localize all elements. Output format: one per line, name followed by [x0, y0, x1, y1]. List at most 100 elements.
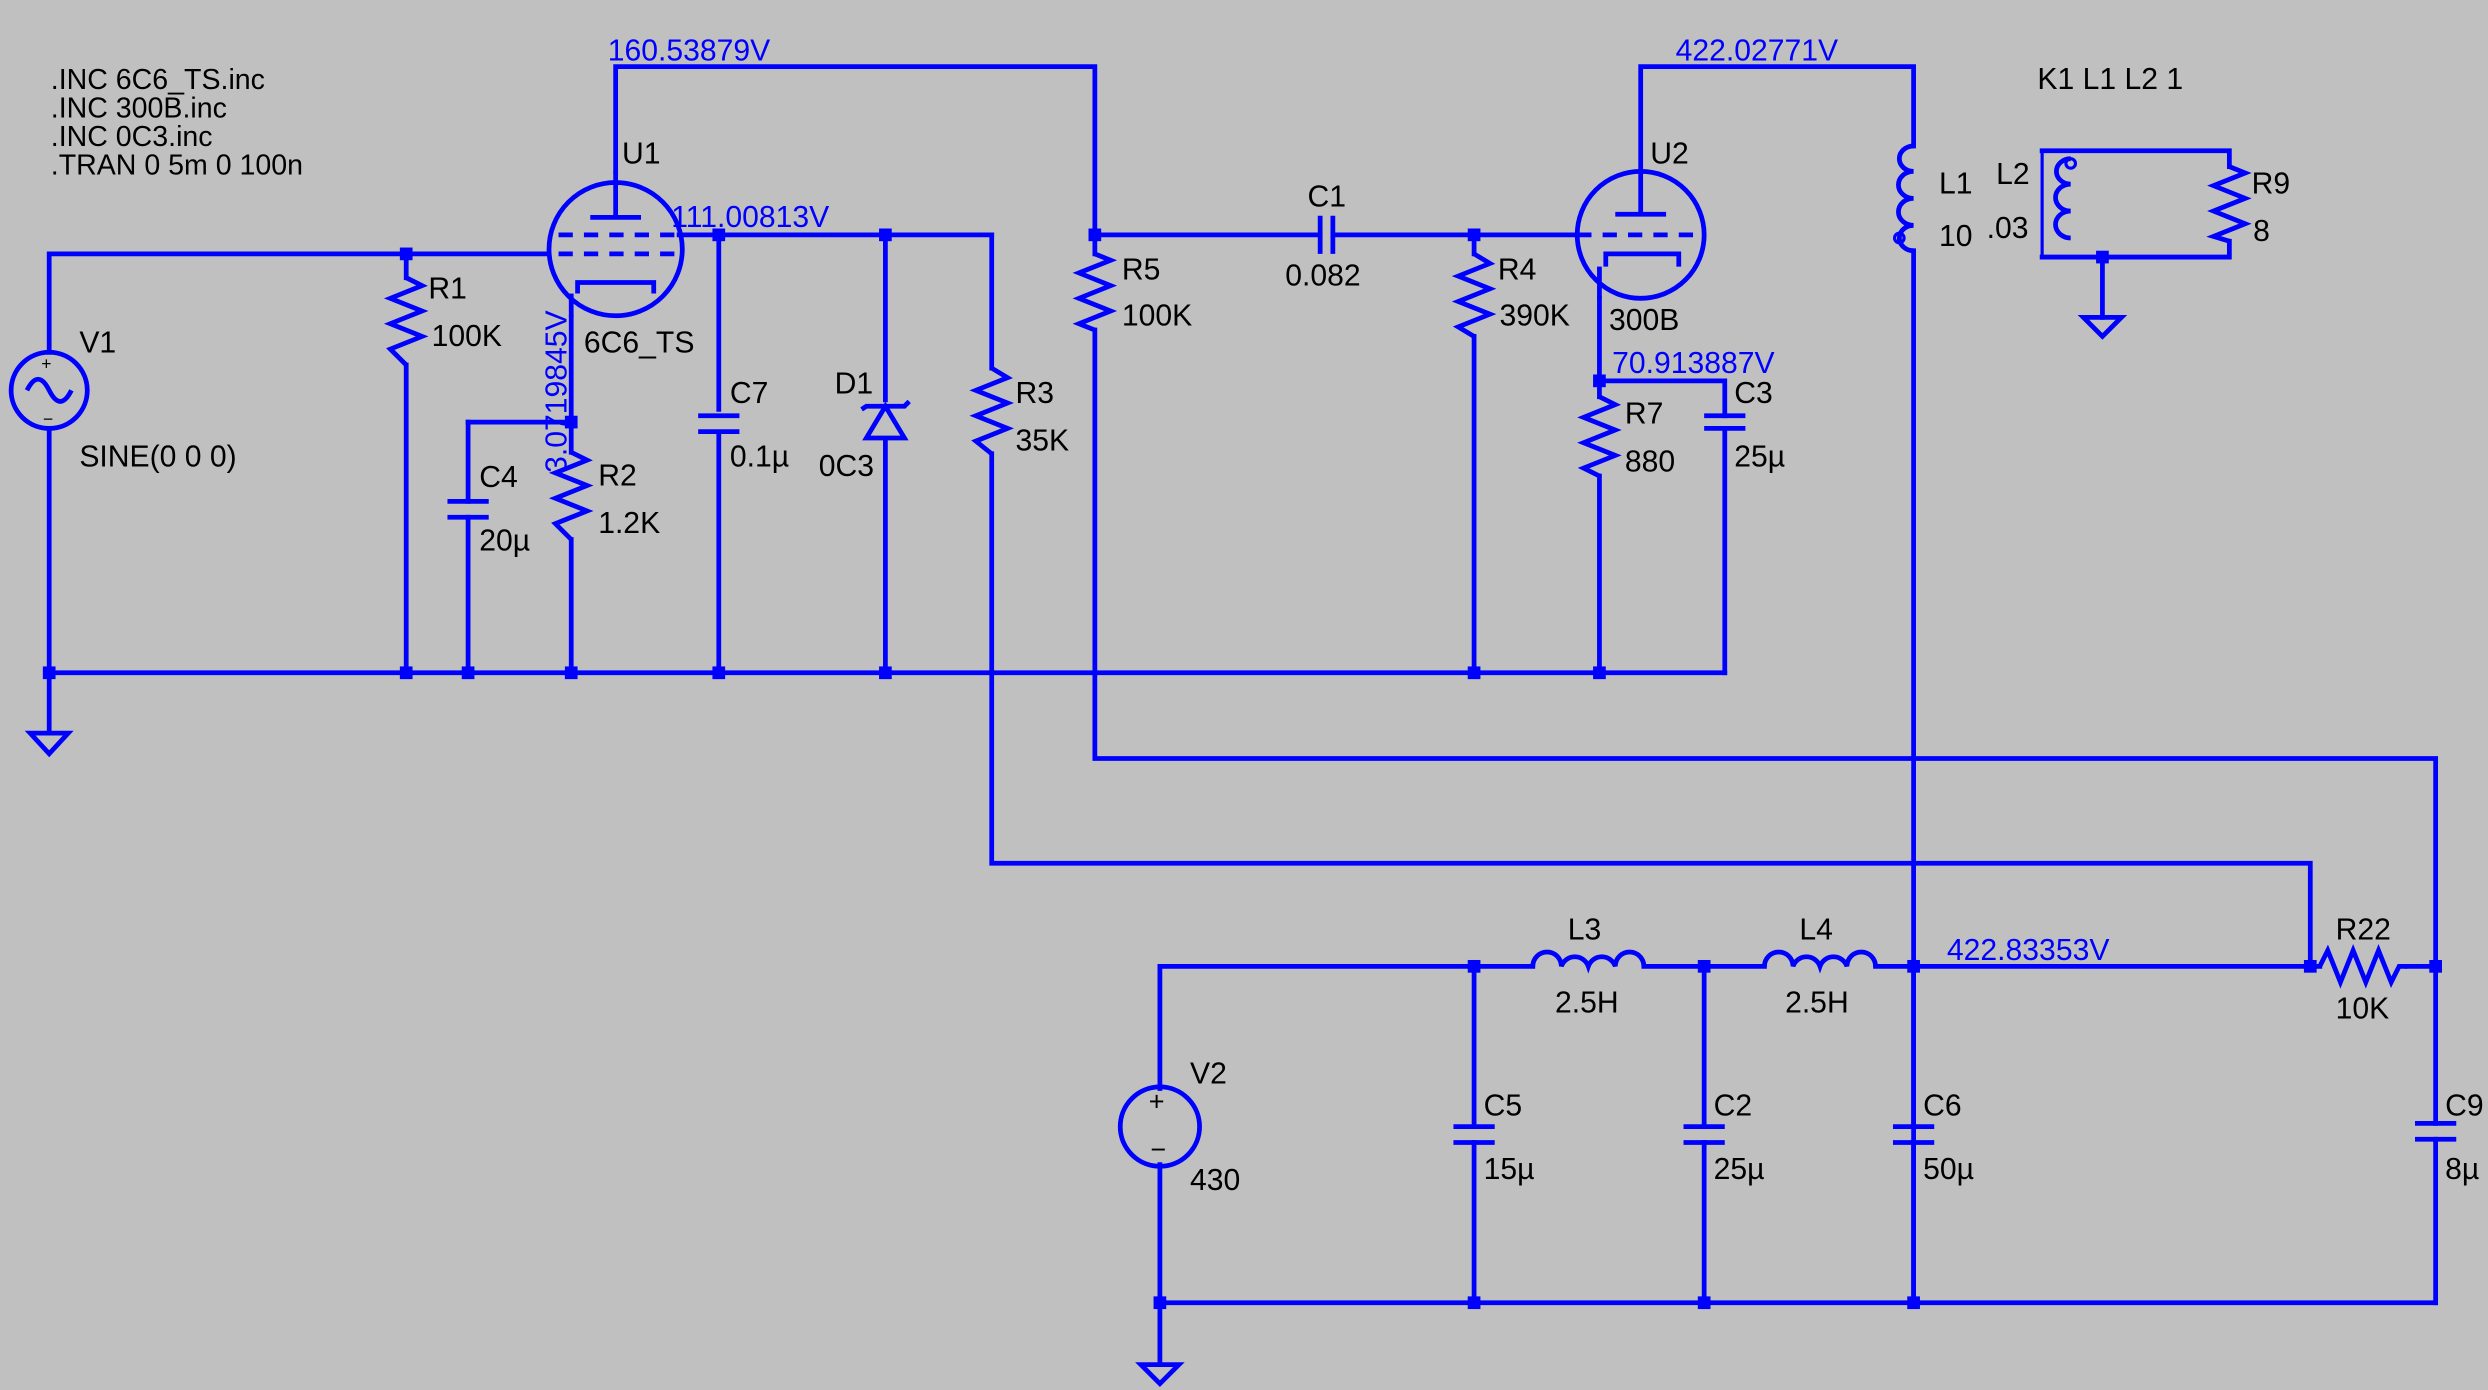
component-c1[interactable]: C1 0.082: [1285, 180, 1360, 292]
junction-dot: [1697, 1296, 1711, 1310]
component-d1[interactable]: D1 0C3: [819, 368, 911, 484]
component-c5[interactable]: C5 15µ: [1453, 1089, 1534, 1186]
tube-cathode-icon: [1603, 251, 1682, 267]
wire-r22-c9: [2404, 963, 2439, 1306]
r7-label: R7: [1625, 398, 1664, 431]
resistor-icon: [1451, 251, 1497, 339]
wires[interactable]: [46, 64, 2439, 1367]
v1-value: SINE(0 0 0): [79, 441, 236, 474]
component-u1[interactable]: U1 6C6_TS: [546, 137, 694, 359]
component-r2[interactable]: R2 1.2K: [548, 450, 660, 542]
directive-inc-0c3: .INC 0C3.inc: [51, 121, 213, 153]
spice-directives[interactable]: .INC 6C6_TS.inc .INC 300B.inc .INC 0C3.i…: [51, 64, 303, 182]
c6-label: C6: [1923, 1089, 1962, 1122]
r3-label: R3: [1016, 377, 1055, 410]
voltage-u1-screen: 111.00813V: [671, 201, 829, 234]
r2-value: 1.2K: [598, 507, 660, 540]
r1-label: R1: [428, 272, 467, 305]
capacitor-icon: [1683, 1124, 1725, 1145]
component-c6[interactable]: C6 50µ: [1892, 1089, 1974, 1186]
inductor-icon: [2053, 156, 2071, 241]
sine-wave-icon: [24, 376, 74, 404]
voltage-supply-node: 422.83353V: [1947, 934, 2109, 967]
junction-dot: [1467, 1296, 1481, 1310]
r5-label: R5: [1122, 253, 1161, 286]
l3-label: L3: [1568, 913, 1602, 946]
coupling-directive-k1[interactable]: K1 L1 L2 1: [2037, 63, 2183, 96]
zener-diode-icon: [862, 401, 909, 441]
component-r3[interactable]: R3 35K: [969, 366, 1070, 458]
r3-value: 35K: [1016, 425, 1070, 458]
tube-cathode-icon: [575, 280, 657, 294]
node-voltage-labels[interactable]: 160.53879V 111.00813V 3.0719845V 422.027…: [540, 34, 2109, 967]
junction-dot: [1467, 666, 1481, 680]
r4-label: R4: [1498, 253, 1537, 286]
component-l4[interactable]: L4 2.5H: [1762, 913, 1878, 1019]
junction-dot: [399, 666, 413, 680]
l2-value: .03: [1987, 212, 2029, 245]
c5-label: C5: [1484, 1089, 1523, 1122]
component-r22[interactable]: R22 10K: [2317, 913, 2408, 1026]
junction-dot: [1907, 959, 1920, 973]
r4-value: 390K: [1499, 299, 1569, 332]
wire-r5-feed: [1092, 232, 2439, 969]
wire-u1-plate: [613, 64, 1098, 238]
r5-value: 100K: [1122, 299, 1192, 332]
resistor-icon: [1577, 394, 1622, 479]
r22-value: 10K: [2336, 993, 2390, 1026]
phase-dot-icon: [2064, 157, 2078, 170]
component-c7[interactable]: C7 0.1µ: [698, 377, 789, 474]
sine-source-icon: [8, 349, 90, 431]
component-r7[interactable]: R7 880: [1577, 394, 1676, 479]
capacitor-icon: [2415, 1121, 2457, 1142]
resistor-icon: [1072, 251, 1118, 333]
junction-dot: [1467, 228, 1481, 242]
component-l1[interactable]: L1 10: [1892, 143, 1973, 254]
junction-dot: [461, 666, 475, 680]
c6-value: 50µ: [1923, 1153, 1974, 1186]
inductor-icon: [1762, 949, 1878, 974]
inductor-icon: [1530, 949, 1647, 974]
r9-value: 8: [2253, 215, 2270, 248]
dc-source-icon: [1117, 1084, 1202, 1169]
component-r5[interactable]: R5 100K: [1072, 251, 1192, 333]
l3-value: 2.5H: [1555, 986, 1619, 1019]
component-c9[interactable]: C9 8µ: [2415, 1089, 2484, 1186]
component-l2[interactable]: L2 .03: [1987, 150, 2078, 258]
component-r1[interactable]: R1 100K: [383, 272, 502, 367]
component-c3[interactable]: C3 25µ: [1704, 377, 1785, 474]
capacitor-icon: [1704, 413, 1746, 431]
component-v1[interactable]: + − V1 SINE(0 0 0): [8, 326, 237, 474]
ground-symbol: [1135, 1362, 1185, 1388]
junction-dot: [879, 228, 892, 242]
junction-dot: [1088, 228, 1102, 242]
wire-v1-grid: [46, 251, 552, 355]
wire-u2-plate-l1: [1638, 64, 1916, 1306]
ground-symbol: [24, 730, 74, 758]
junction-dot: [1467, 959, 1481, 973]
component-u2[interactable]: U2 300B: [1574, 137, 1707, 337]
wire-r3-feed: [989, 232, 2313, 969]
voltage-u2-cathode: 70.913887V: [1612, 347, 1775, 380]
inductor-icon: [1896, 143, 1914, 254]
v2-label: V2: [1190, 1058, 1227, 1091]
c4-value: 20µ: [479, 525, 530, 558]
component-r9[interactable]: R9 8: [2206, 164, 2290, 249]
directive-tran: .TRAN 0 5m 0 100n: [51, 150, 303, 182]
component-c2[interactable]: C2 25µ: [1683, 1089, 1765, 1186]
resistor-icon: [2206, 164, 2252, 244]
junction-dot: [1593, 374, 1606, 388]
capacitor-icon: [1453, 1124, 1495, 1145]
c3-label: C3: [1734, 377, 1773, 410]
component-v2[interactable]: + − V2 430: [1117, 1058, 1240, 1197]
l4-label: L4: [1799, 913, 1833, 946]
component-c4[interactable]: C4 20µ: [447, 461, 530, 558]
c1-label: C1: [1307, 180, 1346, 213]
capacitor-icon: [698, 413, 740, 434]
component-l3[interactable]: L3 2.5H: [1530, 913, 1647, 1019]
junction-dot: [712, 228, 726, 242]
component-r4[interactable]: R4 390K: [1451, 251, 1570, 339]
junction-dot: [564, 666, 578, 680]
polarity-plus-icon: +: [1149, 1087, 1165, 1117]
